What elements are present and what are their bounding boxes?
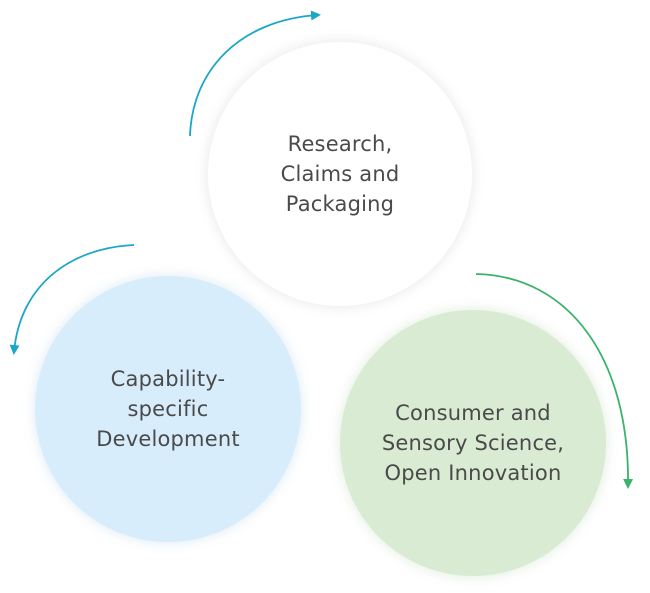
arrow-right bbox=[475, 273, 634, 489]
arrow-top-left bbox=[189, 10, 321, 137]
node-capability: Capability- specific Development bbox=[35, 276, 301, 542]
node-capability-label: Capability- specific Development bbox=[96, 367, 240, 451]
node-research-label: Research, Claims and Packaging bbox=[280, 132, 400, 216]
node-research: Research, Claims and Packaging bbox=[208, 42, 472, 306]
node-consumer-label: Consumer and Sensory Science, Open Innov… bbox=[381, 401, 565, 485]
node-consumer: Consumer and Sensory Science, Open Innov… bbox=[340, 310, 606, 576]
arrow-left bbox=[9, 244, 135, 355]
